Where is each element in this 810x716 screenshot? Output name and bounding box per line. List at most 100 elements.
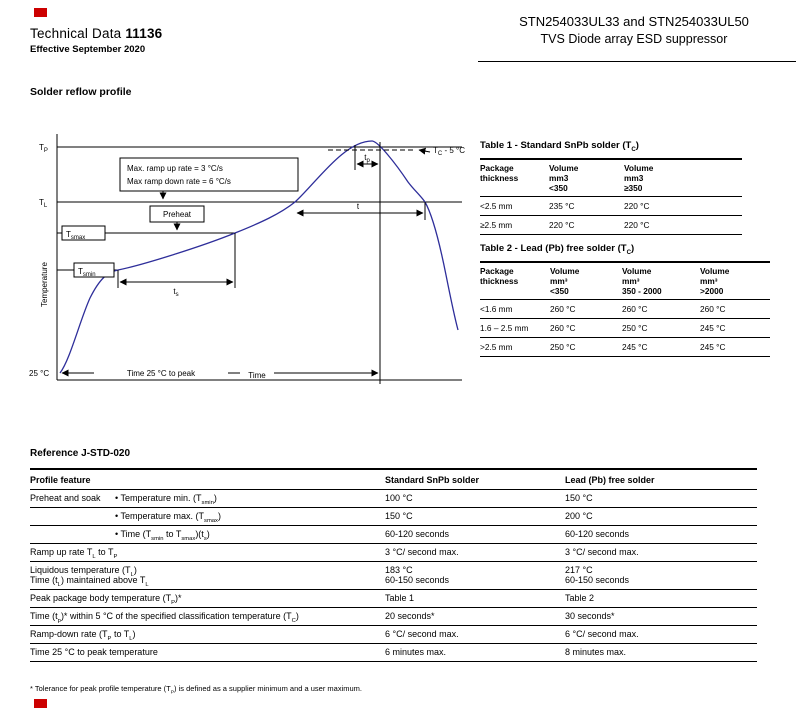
tsmax-label: Tsmax (66, 230, 85, 241)
time-to-peak-label-bg (94, 366, 228, 378)
red-corner-mark-top (34, 8, 47, 17)
preheat-label: Preheat (163, 210, 192, 219)
doc-type-label: Technical Data (30, 26, 122, 41)
table-row: Ramp up rate TL to TP 3 °C/ second max. … (30, 543, 757, 562)
snpb-cell: 150 °C (385, 507, 565, 526)
table-row: • Time (Tsmin to Tsmax)(ts) 60-120 secon… (30, 525, 757, 544)
reflow-curve (59, 140, 459, 374)
reference-header-row: Profile feature Standard SnPb solder Lea… (30, 469, 757, 490)
table-row: • Temperature max. (Tsmax) 150 °C 200 °C (30, 507, 757, 526)
reflow-profile-diagram: Max. ramp up rate = 3 °C/s Max ramp down… (29, 134, 465, 384)
table-row: Liquidous temperature (TL)Time (tL) main… (30, 561, 757, 590)
feature-cell: Ramp-down rate (TP to TL) (30, 625, 385, 644)
feature-cell: Time (tp)* within 5 °C of the specified … (30, 607, 385, 626)
reference-col-pbfree: Lead (Pb) free solder (565, 469, 757, 490)
feature-cell: • Time (Tsmin to Tsmax)(ts) (30, 525, 385, 544)
ramp-up-rate-label: Max. ramp up rate = 3 °C/s (127, 164, 223, 173)
reference-section: Reference J-STD-020 Profile feature Stan… (30, 448, 757, 662)
table2-cell: 260 °C (700, 299, 770, 319)
tsmin-label: Tsmin (78, 267, 96, 278)
table1-row: ≥2.5 mm 220 °C 220 °C (480, 215, 742, 235)
table2-cell: 260 °C (622, 299, 700, 319)
feature-cell: Peak package body temperature (TP)* (30, 589, 385, 608)
table2-cell: 245 °C (700, 318, 770, 338)
time-to-peak-label: Time 25 °C to peak (127, 369, 196, 378)
table1-cell: <2.5 mm (480, 196, 549, 216)
pbfree-cell: Table 2 (565, 589, 757, 608)
table-row: Ramp-down rate (TP to TL) 6 °C/ second m… (30, 625, 757, 644)
snpb-cell: 6 °C/ second max. (385, 625, 565, 644)
reference-title: Reference J-STD-020 (30, 448, 131, 459)
table1-cell: ≥2.5 mm (480, 215, 549, 235)
time-axis-label-bg (240, 370, 274, 379)
pbfree-cell: 200 °C (565, 507, 757, 526)
tc5-pointer-arrow (418, 147, 431, 155)
red-corner-mark-bottom (34, 699, 47, 708)
document-title: Technical Data 11136 (30, 26, 162, 41)
table2-cell: <1.6 mm (480, 299, 550, 319)
table-row: Preheat and soak • Temperature min. (Tsmi… (30, 489, 757, 508)
table2-cell: 260 °C (550, 318, 622, 338)
table2-title: Table 2 - Lead (Pb) free solder (TC) (480, 243, 635, 256)
table1-row: <2.5 mm 235 °C 220 °C (480, 196, 742, 216)
pbfree-cell: 150 °C (565, 489, 757, 508)
table-row: Peak package body temperature (TP)* Tabl… (30, 589, 757, 608)
feature-cell: Liquidous temperature (TL)Time (tL) main… (30, 561, 385, 590)
reference-col-feature: Profile feature (30, 469, 385, 490)
snpb-cell: 20 seconds* (385, 607, 565, 626)
feature-cell: Time 25 °C to peak temperature (30, 643, 385, 662)
table2-cell: 1.6 – 2.5 mm (480, 318, 550, 338)
table1-cell: 220 °C (624, 215, 742, 235)
feature-text: • Temperature min. (Tsmin) (115, 493, 217, 506)
snpb-cell: 3 °C/ second max. (385, 543, 565, 562)
tl-axis-label: TL (39, 198, 48, 209)
table2-row: <1.6 mm 260 °C 260 °C 260 °C (480, 299, 770, 319)
feature-text: • Time (Tsmin to Tsmax)(ts) (115, 529, 210, 542)
reference-col-snpb: Standard SnPb solder (385, 469, 565, 490)
pbfree-cell: 30 seconds* (565, 607, 757, 626)
table2-cell: 245 °C (622, 337, 700, 357)
ts-duration-label: ts (173, 287, 178, 298)
pbfree-cell: 60-120 seconds (565, 525, 757, 544)
doc-effective-date: Effective September 2020 (30, 44, 146, 55)
pbfree-cell: 3 °C/ second max. (565, 543, 757, 562)
table-row: Time (tp)* within 5 °C of the specified … (30, 607, 757, 626)
feature-cell: • Temperature max. (Tsmax) (30, 507, 385, 526)
table2-cell: 250 °C (550, 337, 622, 357)
header-divider (478, 61, 796, 62)
table2-row: >2.5 mm 250 °C 245 °C 245 °C (480, 337, 770, 357)
table1-cell: 235 °C (549, 196, 624, 216)
table2-row: 1.6 – 2.5 mm 260 °C 250 °C 245 °C (480, 318, 770, 338)
document-header-right: STN254033UL33 and STN254033UL50 TVS Diod… (472, 14, 796, 46)
feature-text: • Temperature max. (Tsmax) (115, 511, 221, 524)
table2-cell: 250 °C (622, 318, 700, 338)
section-title: Solder reflow profile (30, 86, 132, 98)
document-header-left: Technical Data 11136 Effective September… (30, 26, 162, 55)
temperature-axis-label: Temperature (40, 262, 49, 307)
feature-cell: Preheat and soak • Temperature min. (Tsmi… (30, 489, 385, 508)
table2-cell: 260 °C (550, 299, 622, 319)
snpb-cell: 60-120 seconds (385, 525, 565, 544)
tsmax-box (61, 225, 106, 241)
part-numbers: STN254033UL33 and STN254033UL50 (519, 14, 749, 29)
footnote: * Tolerance for peak profile temperature… (30, 684, 363, 696)
table1-title: Table 1 - Standard SnPb solder (TC) (480, 140, 639, 153)
table2-cell: >2.5 mm (480, 337, 550, 357)
feature-group-label: Preheat and soak (30, 493, 101, 503)
part-description: TVS Diode array ESD suppressor (540, 32, 728, 46)
doc-number: 11136 (125, 26, 163, 41)
snpb-cell: 6 minutes max. (385, 643, 565, 662)
snpb-cell: Table 1 (385, 589, 565, 608)
table2-pb-free: Table 2 - Lead (Pb) free solder (TC) Pac… (480, 243, 770, 357)
table1-cell: 220 °C (624, 196, 742, 216)
